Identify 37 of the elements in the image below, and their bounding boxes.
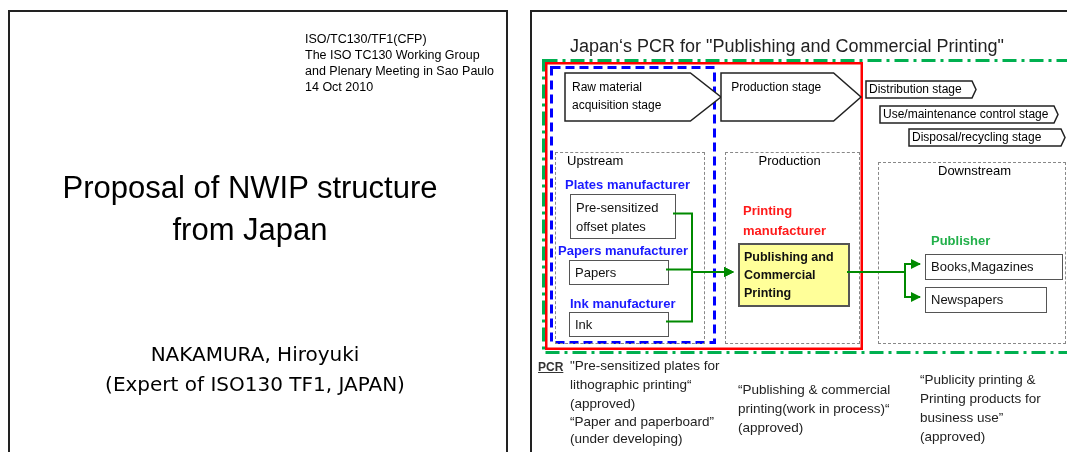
section-label: PCR xyxy=(538,359,564,376)
stage-banner: Raw material acquisition stage xyxy=(564,72,722,122)
process-box: Newspapers xyxy=(925,287,1047,313)
stage-banner: Distribution stage xyxy=(865,80,977,99)
dash-dot-frame xyxy=(542,59,1067,354)
pcr-note: “Publishing & commercial printing(work in process)“ (approved) xyxy=(738,381,892,437)
header-note: The ISO TC130 Working Group xyxy=(305,48,480,62)
process-box: Books,Magazines xyxy=(925,254,1063,280)
process-box: Papers xyxy=(569,260,669,285)
connector-arrow xyxy=(665,267,734,323)
header-note: ISO/TC130/TF1(CFP) xyxy=(305,32,427,46)
manufacturer-heading: Papers manufacturer xyxy=(558,243,689,258)
group-box xyxy=(878,162,1066,344)
group-box xyxy=(725,152,860,344)
manufacturer-heading: Printing manufacturer xyxy=(743,202,828,240)
slide-title: Japan‘s PCR for "Publishing and Commercial Printing" xyxy=(570,36,1004,57)
process-box: Pre-sensitized offset plates xyxy=(570,194,676,239)
pcr-note: "Pre-sensitized plates for lithographic printing“ (approved) xyxy=(570,357,721,413)
header-note: and Plenary Meeting in Sao Paulo xyxy=(305,64,494,78)
stage-banner: Disposal/recycling stage xyxy=(908,128,1066,147)
manufacturer-heading: Plates manufacturer xyxy=(565,177,690,192)
slide xyxy=(530,10,1067,452)
stage-banner: Production stage xyxy=(720,72,862,122)
boundary-frame xyxy=(545,62,863,350)
stage-banner: Use/maintenance control stage xyxy=(879,105,1059,124)
pcr-note: “Publicity printing & Printing products for business use” (approved) xyxy=(920,371,1042,446)
author-line: (Expert of ISO130 TF1, JAPAN) xyxy=(104,372,406,396)
process-box: Ink xyxy=(569,312,669,337)
header-note: 14 Oct 2010 xyxy=(305,80,374,94)
group-box xyxy=(555,152,705,344)
slide xyxy=(8,10,508,452)
slide-title: Proposal of NWIP structure from Japan xyxy=(61,169,439,249)
process-box: Publishing and Commercial Printing xyxy=(738,243,850,307)
author-line: NAKAMURA, Hiroyuki xyxy=(149,342,361,366)
pcr-note: “Paper and paperboard” (under developing) xyxy=(570,413,716,447)
manufacturer-heading: Ink manufacturer xyxy=(570,296,676,311)
manufacturer-heading: Publisher xyxy=(931,233,991,248)
